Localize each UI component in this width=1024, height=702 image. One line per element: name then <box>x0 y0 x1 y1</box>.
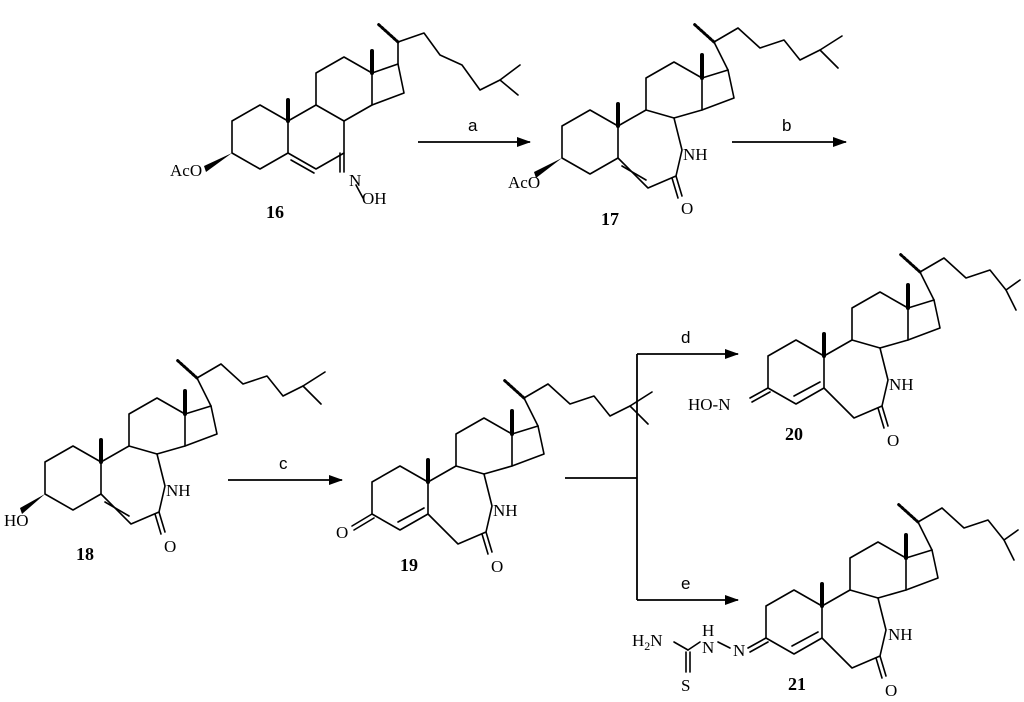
c18-nh: NH <box>166 481 191 500</box>
arrow-d-label: d <box>681 328 690 347</box>
c21-nh: NH <box>888 625 913 644</box>
c17-substituent: AcO <box>508 173 540 192</box>
compound-18: NH O HO 18 <box>4 358 326 564</box>
c18-carbonyl-o: O <box>164 537 176 556</box>
c21-imine-n: N <box>733 641 745 660</box>
compound-16: AcO N OH 16 <box>170 22 521 222</box>
c19-ketone-o: O <box>336 523 348 542</box>
c20-carbonyl-o: O <box>887 431 899 450</box>
arrow-b-label: b <box>782 116 791 135</box>
c20-nh: NH <box>889 375 914 394</box>
c21-thio-s: S <box>681 676 690 695</box>
compound-21: NH O N H N H2N S 21 <box>632 502 1019 700</box>
arrow-c-label: c <box>279 454 288 473</box>
arrow-a-label: a <box>468 116 478 135</box>
c16-oxime-n: N <box>349 171 361 190</box>
c18-number: 18 <box>76 544 94 564</box>
c20-oxime: HO-N <box>688 395 731 414</box>
c17-carbonyl-o: O <box>681 199 693 218</box>
c17-number: 17 <box>601 209 619 229</box>
c21-h2n: H2N <box>632 631 663 653</box>
arrow-a: a <box>418 116 531 147</box>
c19-number: 19 <box>400 555 418 575</box>
c16-substituent: AcO <box>170 161 202 180</box>
c17-nh: NH <box>683 145 708 164</box>
c21-nh-n: N <box>702 638 714 657</box>
compound-20: NH O HO-N 20 <box>688 252 1021 450</box>
compound-19: NH O O 19 <box>336 378 653 576</box>
c18-substituent: HO <box>4 511 29 530</box>
c20-number: 20 <box>785 424 803 444</box>
c19-nh: NH <box>493 501 518 520</box>
c21-carbonyl-o: O <box>885 681 897 700</box>
c19-carbonyl-o: O <box>491 557 503 576</box>
arrow-e-label: e <box>681 574 690 593</box>
arrow-c: c <box>228 454 343 485</box>
arrow-b: b <box>732 116 847 147</box>
c16-oxime-oh: OH <box>362 189 387 208</box>
c21-nh-h: H <box>702 621 714 640</box>
arrow-branch: d e <box>565 328 739 605</box>
c21-number: 21 <box>788 674 806 694</box>
c16-number: 16 <box>266 202 284 222</box>
compound-17: NH O AcO 17 <box>508 22 843 229</box>
